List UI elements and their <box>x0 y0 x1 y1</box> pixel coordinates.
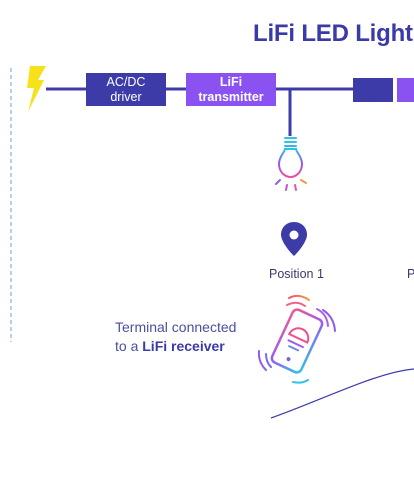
position-1-label: Position 1 <box>269 267 324 281</box>
movement-path <box>270 368 414 419</box>
acdc-driver-box: AC/DC driver <box>86 73 166 106</box>
terminal-caption-line2: to a LiFi receiver <box>115 337 236 356</box>
lightning-icon <box>27 66 46 112</box>
position-2-label: P <box>407 267 414 281</box>
smartphone-icon <box>257 294 336 384</box>
terminal-caption-prefix: to a <box>115 338 143 354</box>
lifi-transmitter-label-line1: LiFi <box>219 74 243 89</box>
next-driver-box <box>353 78 393 102</box>
location-pin-icon <box>281 222 307 256</box>
lifi-receiver-label: LiFi receiver <box>142 338 225 354</box>
next-transmitter-box <box>397 78 414 102</box>
lifi-transmitter-label-line2: transmitter <box>198 89 264 104</box>
terminal-caption-line1: Terminal connected <box>115 319 237 335</box>
acdc-driver-label-line1: AC/DC <box>106 74 146 89</box>
lifi-transmitter-box: LiFi transmitter <box>186 73 276 106</box>
acdc-driver-label-line2: driver <box>110 89 142 104</box>
light-bulb-icon <box>275 137 307 191</box>
terminal-caption: Terminal connected to a LiFi receiver <box>115 318 236 356</box>
diagram-title: LiFi LED Light <box>253 20 413 47</box>
